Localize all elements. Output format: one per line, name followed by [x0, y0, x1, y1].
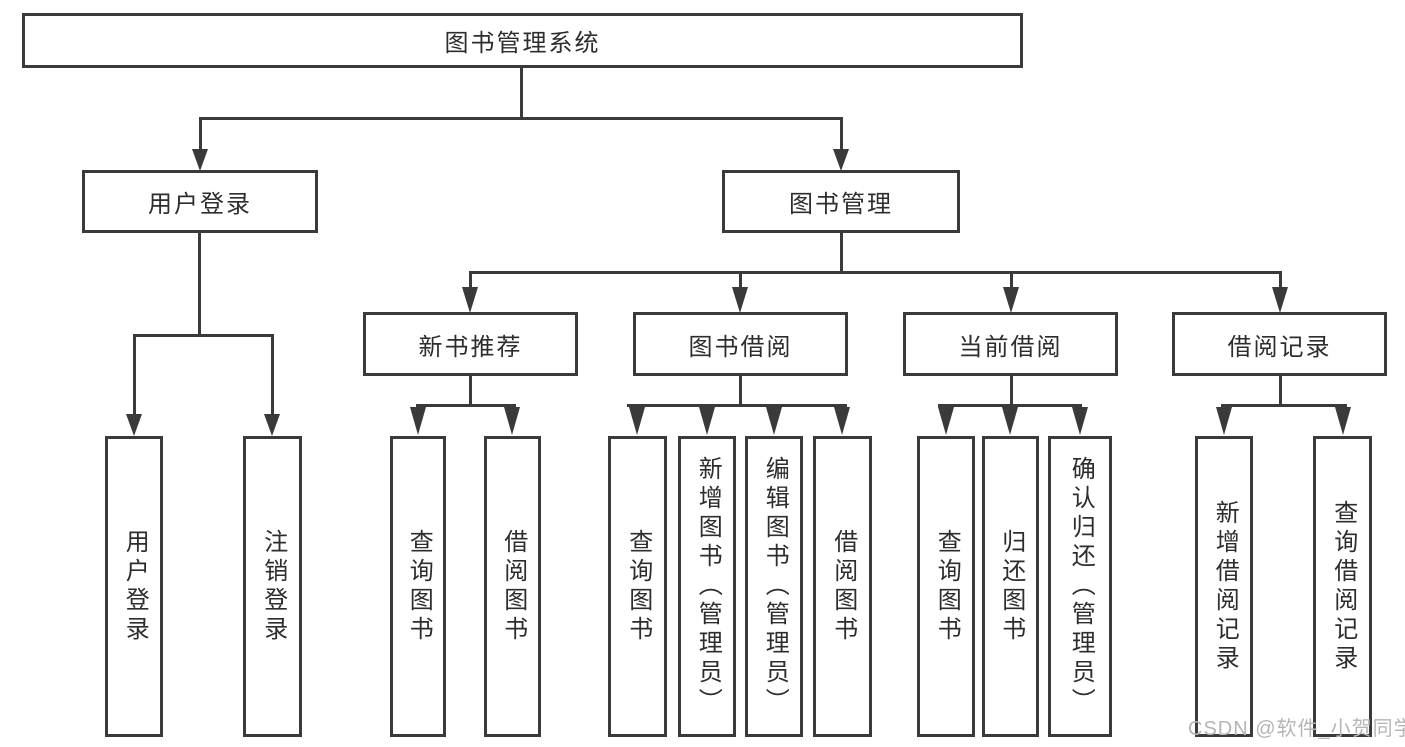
connector-line [1279, 273, 1282, 288]
node-label: 新书推荐 [418, 333, 523, 361]
node-current-borrow: 当前借阅 [903, 312, 1118, 376]
node-label: 用户登录 [148, 191, 252, 218]
node-label: 查询图书 [933, 528, 961, 645]
leaf-query-book-recommend: 查询图书 [390, 436, 446, 737]
connector-line [739, 273, 742, 288]
connector-arrow-down [192, 149, 208, 171]
leaf-add-book-admin: 新增图书（管理员） [678, 436, 736, 737]
connector-line [469, 271, 1282, 274]
node-library-system: 图书管理系统 [22, 13, 1023, 68]
node-label: 查询借阅记录 [1329, 499, 1357, 674]
connector-line [1221, 404, 1347, 407]
leaf-confirm-return-admin: 确认归还（管理员） [1048, 436, 1112, 737]
leaf-query-book-current: 查询图书 [917, 436, 975, 737]
node-label: 借阅记录 [1227, 333, 1332, 361]
connector-arrow-down [732, 287, 748, 313]
node-label: 图书借阅 [688, 333, 793, 361]
connector-line [520, 68, 523, 118]
leaf-user-login: 用户登录 [105, 436, 163, 737]
node-user-login: 用户登录 [82, 170, 318, 233]
node-label: 图书管理系统 [444, 30, 601, 57]
connector-arrow-down [504, 407, 520, 435]
node-book-management: 图书管理 [722, 170, 960, 233]
node-label: 借阅图书 [499, 528, 527, 645]
node-label: 查询图书 [405, 528, 433, 645]
connector-arrow-down [629, 407, 645, 435]
node-label: 当前借阅 [958, 333, 1063, 361]
connector-arrow-down [1002, 407, 1018, 435]
connector-line [1010, 273, 1013, 288]
connector-arrow-down [126, 414, 142, 436]
node-label: 归还图书 [997, 528, 1025, 645]
connector-arrow-down [1003, 287, 1019, 313]
connector-line [133, 334, 274, 337]
node-label: 新增图书（管理员） [694, 456, 722, 717]
connector-line [416, 404, 516, 407]
node-label: 注销登录 [259, 528, 287, 645]
node-label: 确认归还（管理员） [1067, 456, 1095, 717]
connector-line [199, 119, 202, 150]
watermark-text: CSDN @软件_小贺同学 [1188, 718, 1405, 740]
connector-arrow-down [834, 407, 850, 435]
connector-line [469, 375, 472, 406]
leaf-borrow-book: 借阅图书 [813, 436, 872, 737]
connector-line [627, 404, 847, 407]
connector-arrow-down [1072, 407, 1088, 435]
node-label: 查询图书 [624, 528, 652, 645]
leaf-query-borrow-record: 查询借阅记录 [1313, 436, 1372, 737]
connector-line [199, 117, 843, 120]
node-borrow-records: 借阅记录 [1172, 312, 1387, 376]
connector-line [133, 336, 136, 414]
node-label: 借阅图书 [829, 528, 857, 645]
connector-arrow-down [699, 407, 715, 435]
connector-line [938, 404, 1082, 407]
node-label: 编辑图书（管理员） [761, 456, 789, 717]
node-book-borrow: 图书借阅 [633, 312, 848, 376]
connector-arrow-down [410, 407, 426, 435]
leaf-return-book: 归还图书 [982, 436, 1039, 737]
connector-arrow-down [1272, 287, 1288, 313]
leaf-edit-book-admin: 编辑图书（管理员） [745, 436, 803, 737]
leaf-logout: 注销登录 [243, 436, 302, 737]
connector-arrow-down [264, 414, 280, 436]
node-label: 图书管理 [789, 191, 893, 218]
connector-line [840, 232, 843, 273]
connector-line [271, 336, 274, 414]
node-label: 用户登录 [121, 528, 149, 645]
leaf-query-book-borrow: 查询图书 [608, 436, 667, 737]
connector-line [840, 119, 843, 150]
leaf-borrow-book-recommend: 借阅图书 [484, 436, 541, 737]
node-new-book-recommend: 新书推荐 [363, 312, 578, 376]
connector-arrow-down [766, 407, 782, 435]
connector-line [198, 232, 201, 336]
node-label: 新增借阅记录 [1211, 499, 1239, 674]
connector-arrow-down [462, 287, 478, 313]
connector-line [1010, 375, 1013, 406]
connector-arrow-down [1335, 407, 1351, 435]
leaf-add-borrow-record: 新增借阅记录 [1195, 436, 1253, 737]
connector-arrow-down [833, 149, 849, 171]
connector-arrow-down [938, 407, 954, 435]
connector-line [1279, 375, 1282, 406]
connector-line [469, 273, 472, 288]
connector-arrow-down [1216, 407, 1232, 435]
connector-line [739, 375, 742, 406]
